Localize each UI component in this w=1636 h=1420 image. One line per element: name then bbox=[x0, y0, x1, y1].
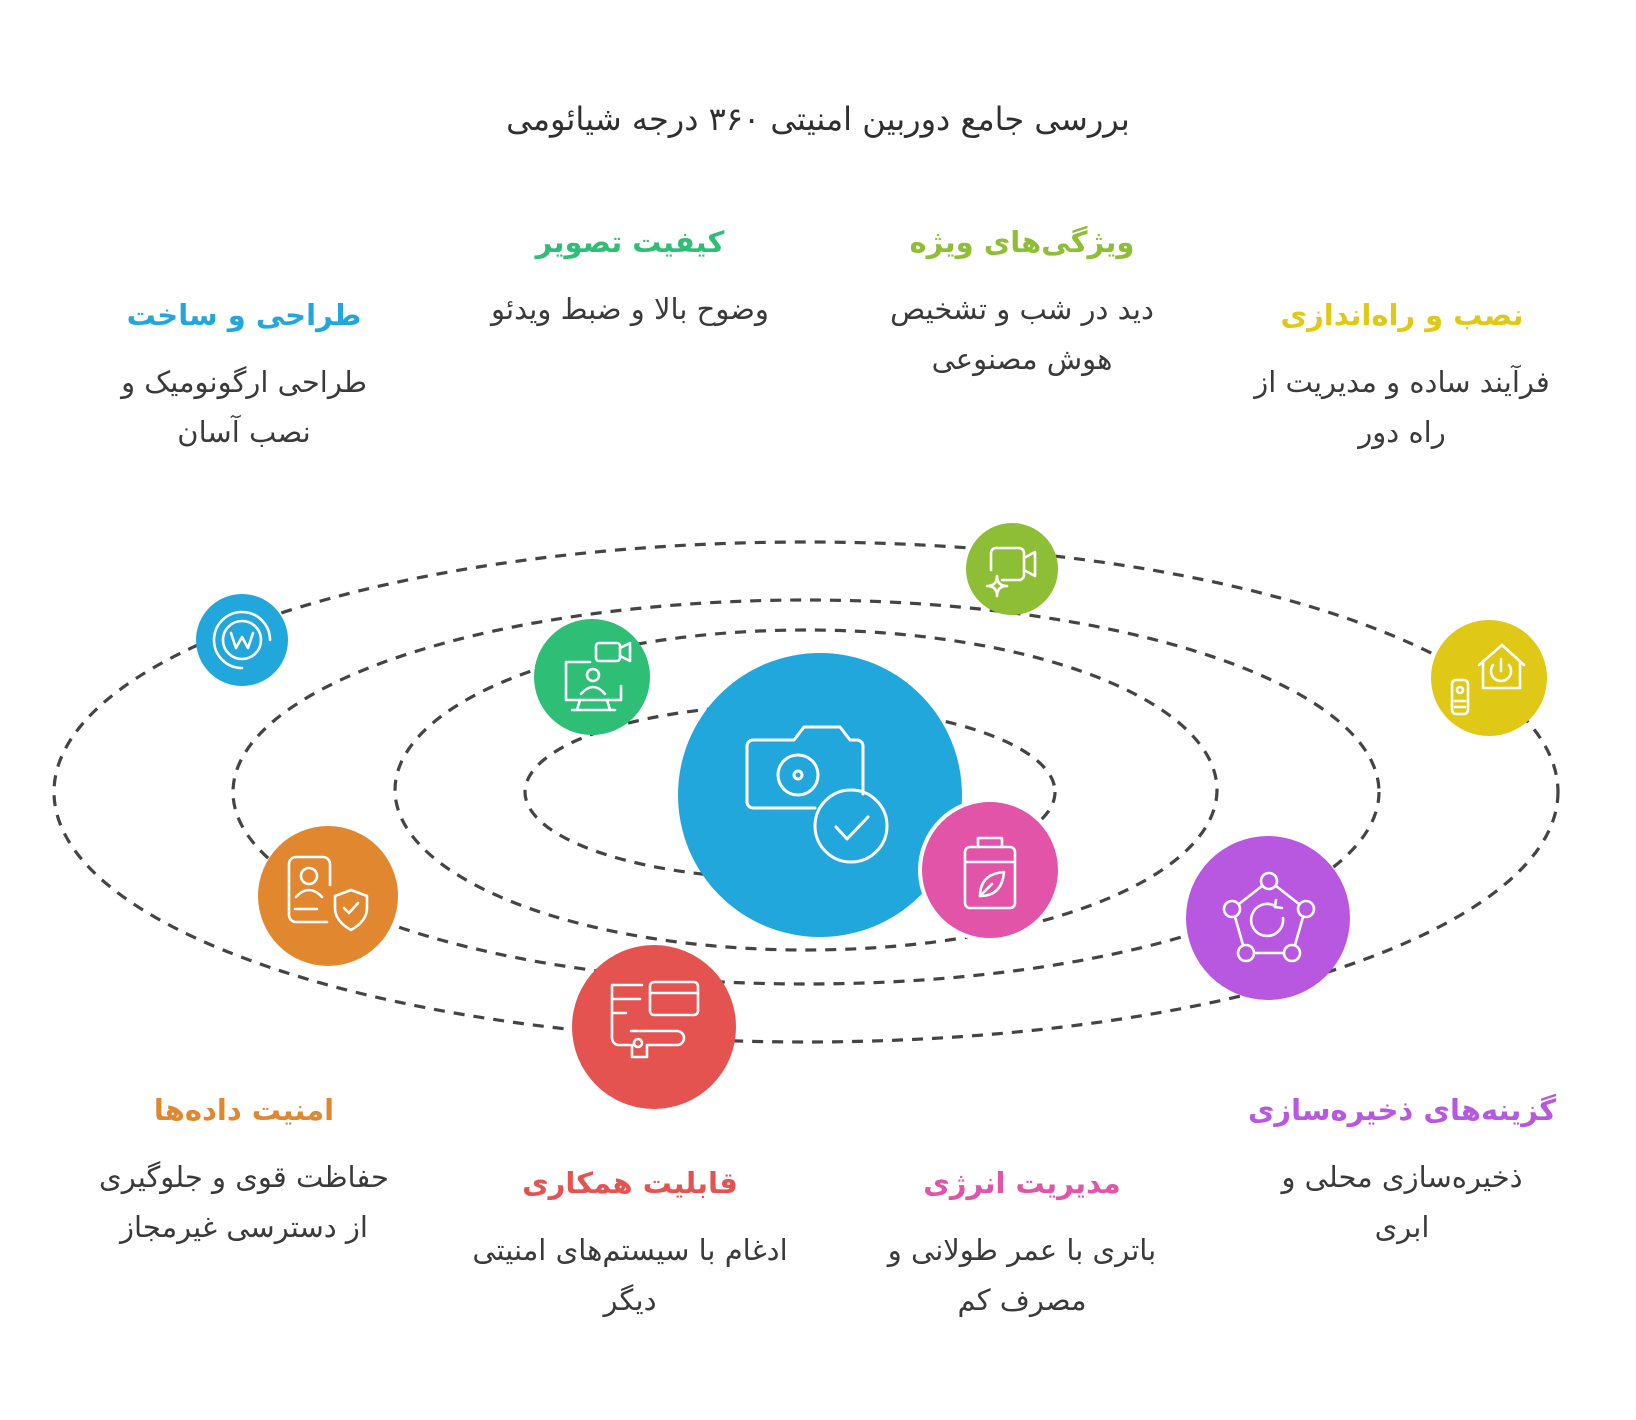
topic-design: طراحی و ساخت طراحی ارگونومیک و نصب آسان bbox=[54, 295, 434, 457]
energy-node bbox=[918, 798, 1062, 942]
topic-integration: قابلیت همکاری ادغام با سیستم‌های امنیتی … bbox=[440, 1163, 820, 1325]
topic-installation: نصب و راه‌اندازی فرآیند ساده و مدیریت از… bbox=[1212, 295, 1592, 457]
installation-node bbox=[1431, 620, 1547, 736]
topic-installation-desc: فرآیند ساده و مدیریت از راه دور bbox=[1254, 365, 1550, 449]
topic-image-quality-title: کیفیت تصویر bbox=[535, 225, 725, 259]
orbit-ring-3 bbox=[231, 598, 1381, 986]
topic-data-security: امنیت داده‌ها حفاظت قوی و جلوگیری از دست… bbox=[54, 1090, 434, 1252]
wechat-w-icon bbox=[212, 610, 272, 670]
id-badge-shield-icon bbox=[287, 855, 369, 932]
eco-battery-icon bbox=[963, 836, 1017, 910]
topic-features-title: ویژگی‌های ویژه bbox=[909, 225, 1135, 259]
card-terminal-icon bbox=[610, 980, 700, 1059]
topic-image-quality-desc: وضوح بالا و ضبط ویدئو bbox=[491, 292, 769, 326]
topic-design-desc: طراحی ارگونومیک و نصب آسان bbox=[121, 365, 367, 449]
orbit-ring-2 bbox=[393, 628, 1219, 952]
topic-integration-desc: ادغام با سیستم‌های امنیتی دیگر bbox=[472, 1233, 788, 1317]
orbit-ring-4 bbox=[52, 540, 1560, 1044]
topic-features-desc: دید در شب و تشخیص هوش مصنوعی bbox=[890, 292, 1154, 376]
features-node bbox=[966, 523, 1058, 615]
network-sync-icon bbox=[1222, 871, 1316, 963]
design-node bbox=[196, 594, 288, 686]
video-sparkle-icon bbox=[985, 546, 1037, 598]
camera-check-icon bbox=[745, 725, 889, 864]
topic-energy-desc: باتری با عمر طولانی و مصرف کم bbox=[887, 1233, 1157, 1317]
storage-node bbox=[1186, 836, 1350, 1000]
center-circle bbox=[678, 653, 962, 937]
topic-data-security-desc: حفاظت قوی و جلوگیری از دسترسی غیرمجاز bbox=[99, 1160, 389, 1244]
integration-node bbox=[572, 945, 736, 1109]
topic-integration-title: قابلیت همکاری bbox=[522, 1166, 738, 1200]
topic-data-security-title: امنیت داده‌ها bbox=[153, 1093, 335, 1127]
topic-energy: مدیریت انرژی باتری با عمر طولانی و مصرف … bbox=[832, 1163, 1212, 1325]
topic-storage-desc: ذخیره‌سازی محلی و ابری bbox=[1281, 1160, 1523, 1244]
topic-storage-title: گزینه‌های ذخیره‌سازی bbox=[1247, 1093, 1557, 1127]
topic-energy-title: مدیریت انرژی bbox=[923, 1166, 1121, 1200]
center-node bbox=[678, 653, 962, 937]
topic-installation-title: نصب و راه‌اندازی bbox=[1280, 298, 1524, 332]
topic-features: ویژگی‌های ویژه دید در شب و تشخیص هوش مصن… bbox=[832, 222, 1212, 384]
topic-image-quality: کیفیت تصویر وضوح بالا و ضبط ویدئو bbox=[440, 222, 820, 334]
image-quality-node bbox=[534, 619, 650, 735]
monitor-video-icon bbox=[564, 641, 632, 712]
page-title: بررسی جامع دوربین امنیتی ۳۶۰ درجه شیائوم… bbox=[506, 100, 1130, 138]
topic-design-title: طراحی و ساخت bbox=[126, 298, 362, 332]
data-security-node bbox=[258, 826, 398, 966]
topic-storage: گزینه‌های ذخیره‌سازی ذخیره‌سازی محلی و ا… bbox=[1212, 1090, 1592, 1252]
smart-home-remote-icon bbox=[1450, 643, 1526, 716]
